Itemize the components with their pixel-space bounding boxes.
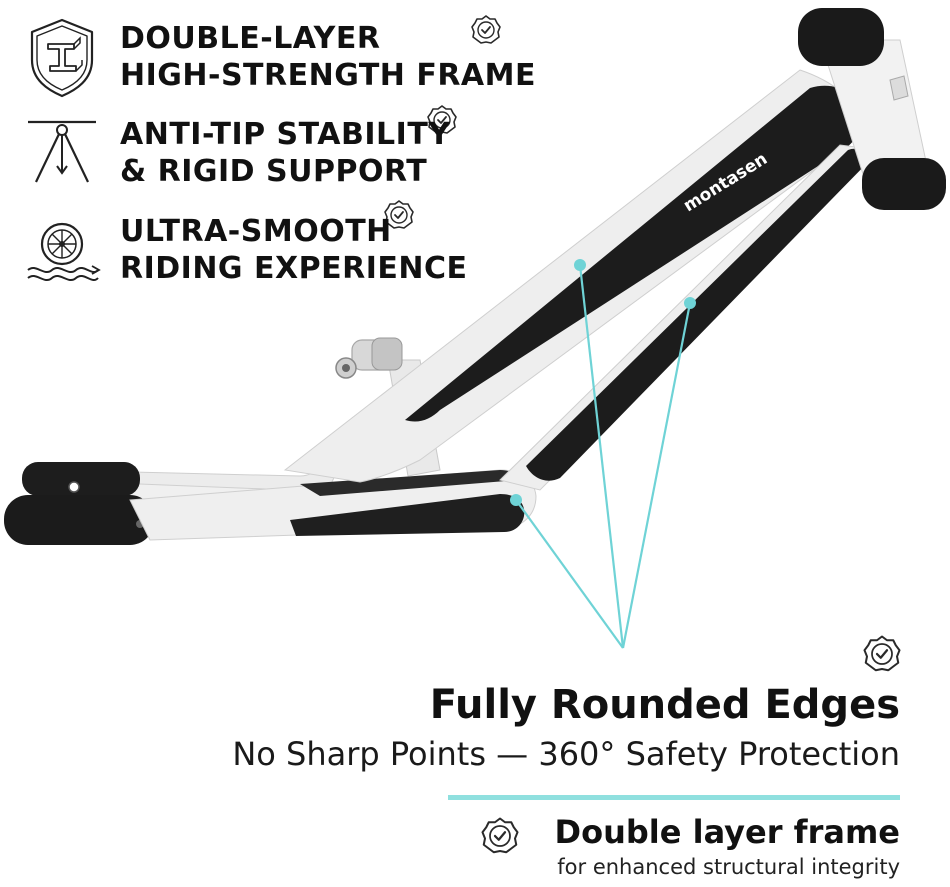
footer-subtitle: for enhanced structural integrity (557, 855, 900, 879)
feature-line: HIGH-STRENGTH FRAME (120, 58, 536, 93)
callout-dot (684, 297, 696, 309)
feature-line: ULTRA-SMOOTH (120, 214, 392, 249)
callout-lines (510, 259, 696, 649)
check-badge-icon (481, 817, 519, 854)
tripod-icon (28, 120, 96, 183)
shield-beam-icon (30, 18, 94, 98)
feature-line: RIDING EXPERIENCE (120, 251, 468, 286)
feature-line: DOUBLE-LAYER (120, 21, 381, 56)
callout-dot (510, 494, 522, 506)
feature-double-layer: DOUBLE-LAYER HIGH-STRENGTH FRAME (120, 20, 536, 94)
headline: Fully Rounded Edges (429, 682, 900, 728)
feature-line: ANTI-TIP STABILITY (120, 117, 451, 152)
footer-title: Double layer frame (554, 813, 900, 851)
wheel-waves-icon (27, 222, 101, 281)
divider (448, 795, 900, 800)
feature-ultra-smooth: ULTRA-SMOOTH RIDING EXPERIENCE (120, 213, 467, 287)
subline: No Sharp Points — 360° Safety Protection (232, 735, 900, 773)
callout-dot (574, 259, 586, 271)
feature-line: & RIGID SUPPORT (120, 154, 428, 189)
feature-anti-tip: ANTI-TIP STABILITY & RIGID SUPPORT (120, 116, 451, 190)
check-badge-icon (863, 635, 901, 672)
